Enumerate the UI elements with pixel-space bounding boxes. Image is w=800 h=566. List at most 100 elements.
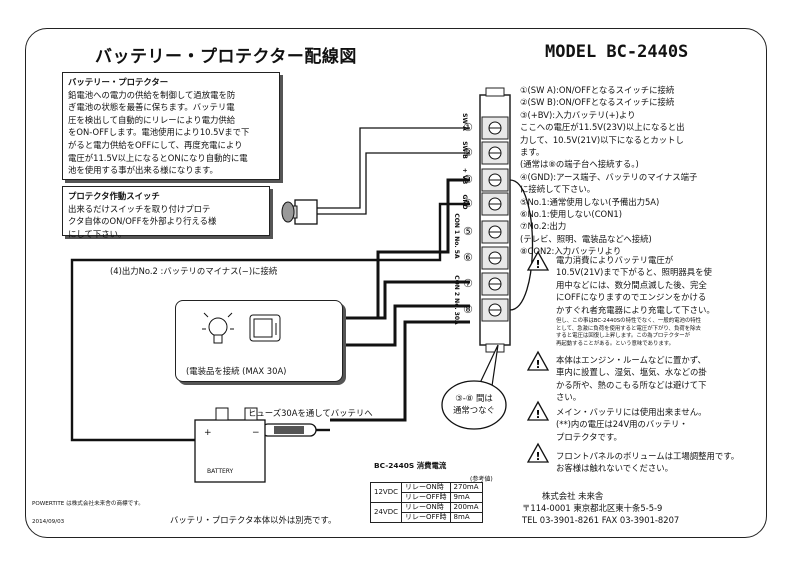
output-wires xyxy=(330,178,470,422)
warning-note-line: 再起動することがある。という意味であります。 xyxy=(556,340,675,347)
description-box: バッテリー・プロテクター 鉛電池への電力の供給を制御して過放電を防ぎ電池の状態を… xyxy=(62,72,280,180)
terminal-label-con1: CON 1 No. 5A xyxy=(453,213,460,259)
current-table-ref: (参考値) xyxy=(470,476,493,483)
appliance-icons xyxy=(202,312,281,344)
legend-line: ⑥No.1:使用しない(CON1) xyxy=(520,209,623,220)
battery-icon xyxy=(194,407,266,483)
legend-line: ⑦No.2:出力 xyxy=(520,221,567,232)
legend-line: ③(+BV):入力バッテリ(+)より xyxy=(520,109,636,120)
company-name: 株式会社 未来舎 xyxy=(542,491,604,501)
switch-box: プロテクタ作動スイッチ 出来るだけスイッチを取り付けプロテクタ自体のON/OFF… xyxy=(62,186,270,239)
toggle-switch-icon xyxy=(281,199,318,225)
fuse-icon xyxy=(261,423,317,437)
current-value-cell: 200mA xyxy=(449,502,483,513)
switch-heading: プロテクタ作動スイッチ xyxy=(68,191,160,201)
terminal-number: ⑥ xyxy=(463,251,473,264)
description-line: ぎ電池の状態を最善に保ちます。バッテリ電 xyxy=(68,102,235,113)
relay-state-cell: リレーON時 xyxy=(400,482,451,493)
company-tel: TEL 03-3901-8261 FAX 03-3901-8207 xyxy=(522,515,680,525)
terminal-legend: ①(SW A):ON/OFFとなるスイッチに接続 ②(SW B):ON/OFFとな… xyxy=(520,84,697,258)
legend-line: ⑧CON2:入力バッテリより xyxy=(520,246,622,257)
relay-state-cell: リレーOFF時 xyxy=(400,492,451,503)
light-bulb-icon xyxy=(202,312,234,344)
warning-line: かる所や、熱のこもる所などは避けて下 xyxy=(556,379,707,390)
legend-line: ④(GND):アース端子、バッテリのマイナス端子 xyxy=(520,171,698,182)
switch-text: 出来るだけスイッチを取り付けプロテクタ自体のON/OFFを外部より行える様にして… xyxy=(68,203,264,241)
warning-line: フロントパネルのボリュームは工場調整用です。 xyxy=(556,451,740,461)
current-table-title: BC-2440S 消費電流 xyxy=(374,461,447,470)
legend-line: ②(SW B):ON/OFFとなるスイッチに接続 xyxy=(520,97,675,108)
legend-line: ここへの電圧が11.5V(23V)以上になると出 xyxy=(520,122,685,133)
legend-line: ①(SW A):ON/OFFとなるスイッチに接続 xyxy=(520,85,675,95)
bubble-line: 通常つなぐ xyxy=(453,405,495,415)
description-line: 電圧が11.5V以上になるとONになり自動的に電 xyxy=(68,152,248,163)
diagram-frame xyxy=(25,28,767,538)
description-text: 鉛電池への電力の供給を制御して過放電を防ぎ電池の状態を最善に保ちます。バッテリ電… xyxy=(68,89,274,177)
switch-line: 出来るだけスイッチを取り付けプロテ xyxy=(68,203,211,214)
description-line: をON-OFFします。電池使用により10.5Vまで下 xyxy=(68,127,250,138)
terminal-number: ⑧ xyxy=(463,303,473,316)
terminal-number: ③ xyxy=(463,173,473,186)
warning-line: 車内に設置し、湿気、塩気、水などの掛 xyxy=(556,367,707,378)
legend-line: 力して、10.5V(21V)以下になるとカットし xyxy=(520,134,684,145)
legend-line: に接続して下さい。 xyxy=(520,184,596,195)
battery-label: BATTERY xyxy=(207,468,234,475)
legend-line: (通常は⑧の端子台へ接続する。) xyxy=(520,159,639,170)
warning-note-line: として、急激に負荷を使用すると電圧が下がり、負荷を除去 xyxy=(556,325,701,332)
warning-line: 用中などには、数分間点滅した後、完全 xyxy=(556,279,707,290)
warning-line: 電力消費によりバッテリ電圧が xyxy=(556,255,674,265)
terminal-number: ⑤ xyxy=(463,225,473,238)
svg-text:!: ! xyxy=(535,358,540,371)
battery-plus: + xyxy=(204,428,212,438)
legend-line: ます。 xyxy=(520,147,545,158)
relay-state-cell: リレーOFF時 xyxy=(400,512,451,523)
switch-wires xyxy=(314,127,470,215)
svg-text:!: ! xyxy=(535,258,540,271)
footer-note: バッテリ・プロテクタ本体以外は別売です。 xyxy=(170,515,337,525)
warning-line: (**)内の電圧は24V用のバッテリ・ xyxy=(556,419,688,430)
warning-line: かすぐれ者充電器により充電して下さい。 xyxy=(556,304,715,315)
warning-line: お客様は触れないでください。 xyxy=(556,463,673,474)
terminal-number: ② xyxy=(463,146,473,159)
voltage-cell: 24VDC xyxy=(370,502,402,523)
switch-line: にして下さい。 xyxy=(68,228,127,239)
terminal-number: ① xyxy=(463,121,473,134)
legend-line: (テレビ、照明、電装品などへ接続) xyxy=(520,233,652,244)
appliance-label: (電装品を接続 (MAX 30A) xyxy=(186,366,287,376)
terminal-number: ④ xyxy=(463,197,473,210)
fuse-label: ヒューズ30Aを通してバッテリへ xyxy=(248,408,373,418)
description-heading: バッテリー・プロテクター xyxy=(68,77,169,87)
bubble-shape xyxy=(441,380,507,430)
warning-front-panel: フロントパネルのボリュームは工場調整用です。お客様は触れないでください。 xyxy=(556,450,766,475)
svg-text:!: ! xyxy=(535,408,540,421)
warning-line: にOFFになりますのでエンジンをかける xyxy=(556,292,707,303)
current-value-cell: 8mA xyxy=(449,512,483,523)
page-title: バッテリー・プロテクター配線図 xyxy=(95,47,357,67)
warning-note-line: 但し、この事はBC-2440Sの特性でなく、一般的電池の特性 xyxy=(556,318,702,325)
svg-text:!: ! xyxy=(535,450,540,463)
company-address: 〒114-0001 東京都北区東十条5-5-9 xyxy=(522,503,663,513)
appliance-box: (電装品を接続 (MAX 30A) xyxy=(175,300,343,382)
legend-line: ⑤No.1:通常使用しない(予備出力5A) xyxy=(520,196,660,207)
voltage-cell: 12VDC xyxy=(370,482,402,503)
footer-brand: POWERTITE は株式会社未来舎の商標です。 xyxy=(32,501,144,507)
terminal-label-con2: CON 2 No. 30A xyxy=(453,275,460,325)
description-line: がると電力供給をOFFにして、再度充電により xyxy=(68,139,243,150)
bubble-note: ③-⑧ 間は通常つなぐ xyxy=(446,392,502,416)
warning-line: 10.5V(21V)まで下がると、照明器具を使 xyxy=(556,267,712,278)
battery-minus: − xyxy=(252,428,260,438)
warning-line: メイン・バッテリには使用出来ません。 xyxy=(556,407,707,417)
footer-date: 2014/09/03 xyxy=(32,519,65,525)
switch-line: クタ自体のON/OFFを外部より行える様 xyxy=(68,216,217,227)
terminal-number: ⑦ xyxy=(463,277,473,290)
description-line: 池を使用する事が出来る様になります。 xyxy=(68,165,218,176)
warning-main-battery: メイン・バッテリには使用出来ません。(**)内の電圧は24V用のバッテリ・プロテ… xyxy=(556,406,756,443)
relay-state-cell: リレーON時 xyxy=(400,502,451,513)
description-line: 鉛電池への電力の供給を制御して過放電を防 xyxy=(68,89,236,100)
warning-installation: 本体はエンジン・ルームなどに置かず、車内に設置し、湿気、塩気、水などの掛かる所や… xyxy=(556,354,756,404)
current-value-cell: 270mA xyxy=(449,482,483,493)
